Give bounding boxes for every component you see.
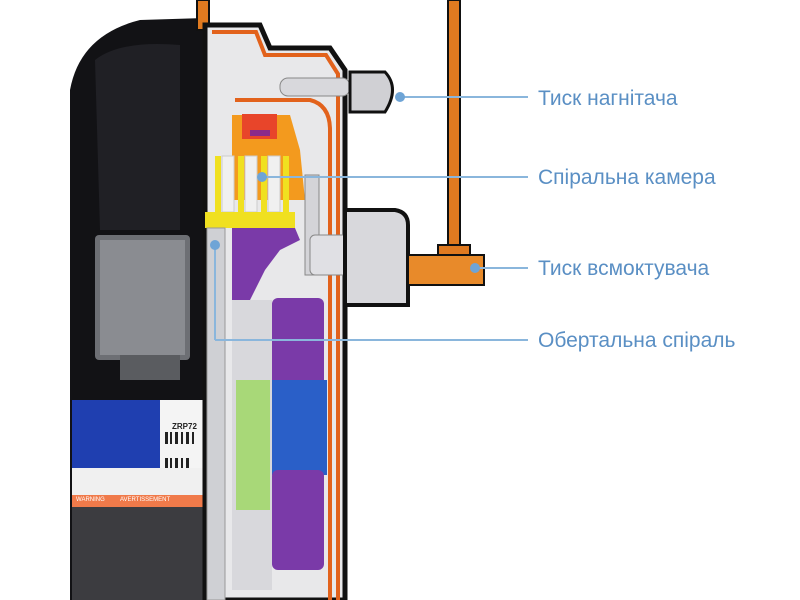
rotor [236,380,270,510]
discharge-fitting [348,70,394,114]
warning-text-fr: AVERTISSEMENT [120,497,171,503]
label-orbiting-scroll: Обертальна спіраль [538,329,736,352]
model-text: ZRP72 [172,422,197,431]
warning-text: WARNING [76,497,105,503]
label-discharge-pressure: Тиск нагнітача [538,87,678,110]
orbiting-scroll [205,212,295,268]
warning-strip [72,495,205,507]
label-suction-pressure: Тиск всмоктувача [538,257,710,280]
stator [272,380,327,475]
suction-housing [343,208,410,307]
external-pipe [447,0,461,246]
label-scroll-chamber: Спіральна камера [538,166,716,189]
crankshaft [206,227,226,600]
